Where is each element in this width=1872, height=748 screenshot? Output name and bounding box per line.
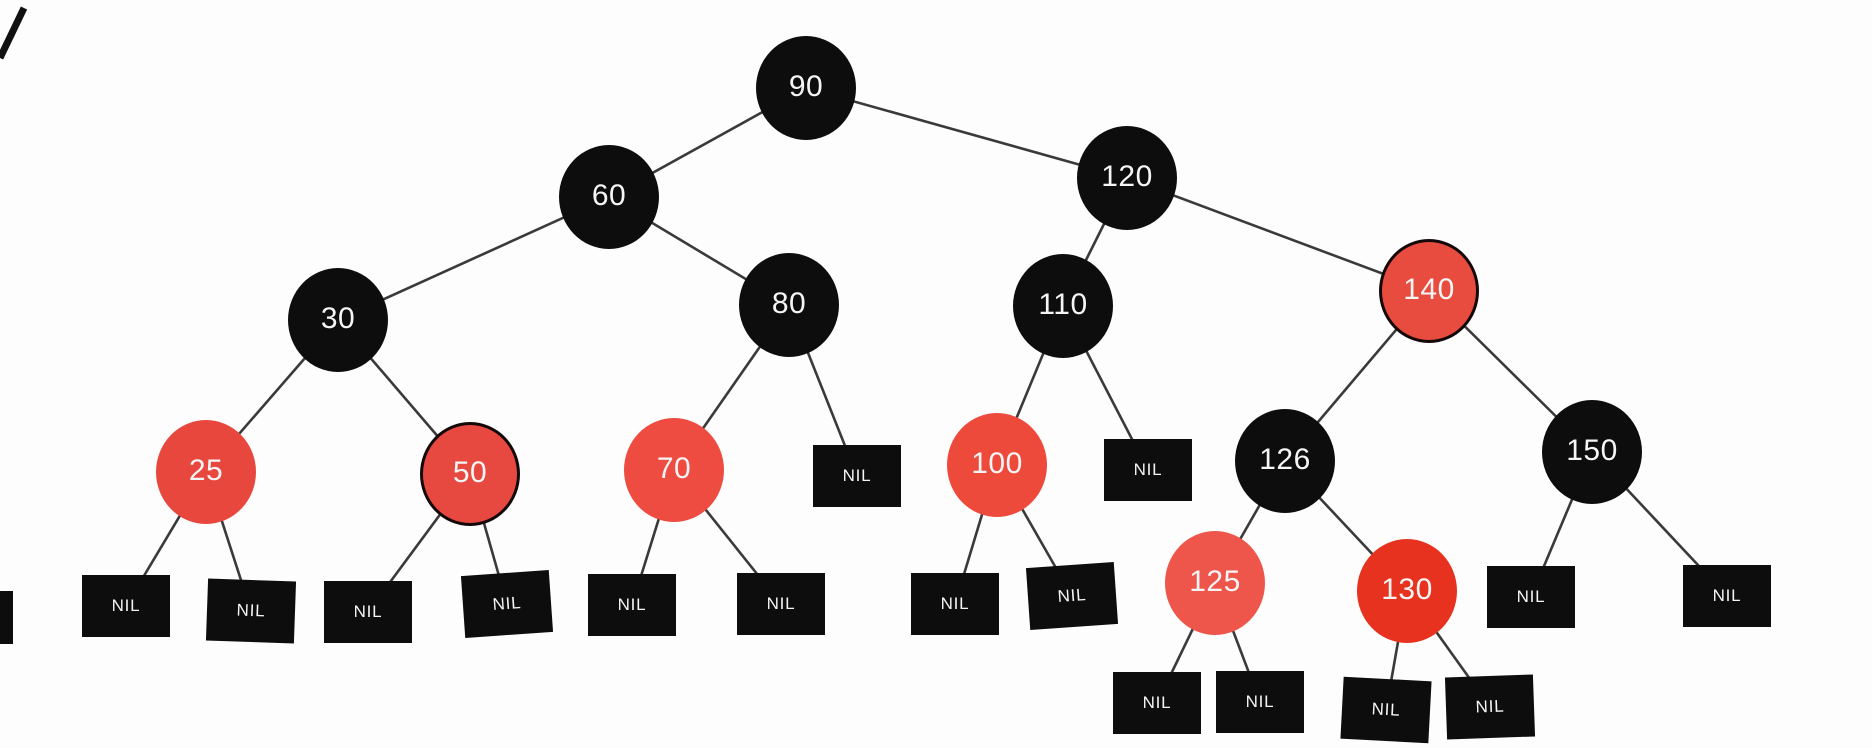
crop-artifact <box>0 6 28 60</box>
node-value-label: 100 <box>971 447 1023 480</box>
node-value-label: 70 <box>656 452 692 485</box>
tree-node-50: 50 <box>420 422 520 526</box>
tree-node-130: 130 <box>1357 539 1457 643</box>
nil-label: NIL <box>1133 460 1163 479</box>
tree-node-125: 125 <box>1165 531 1265 635</box>
nil-label: NIL <box>491 593 523 614</box>
nil-leaf-nil15: NIL <box>1340 676 1432 744</box>
node-value-label: 25 <box>188 454 224 487</box>
nil-leaf-nil10: NIL <box>1104 439 1192 501</box>
node-value-label: 150 <box>1566 434 1618 467</box>
nil-leaf-nil8: NIL <box>911 573 999 635</box>
nil-label: NIL <box>1371 699 1401 720</box>
nil-label: NIL <box>842 466 872 485</box>
nil-leaf-nil11: NIL <box>1487 566 1575 628</box>
tree-node-150: 150 <box>1542 400 1642 504</box>
tree-node-25: 25 <box>156 420 256 524</box>
nil-leaf-nil1: NIL <box>82 575 170 637</box>
nil-leaf-nil3: NIL <box>324 581 412 643</box>
nil-leaf-nil5: NIL <box>588 574 676 636</box>
node-value-label: 125 <box>1189 565 1241 598</box>
tree-node-126: 126 <box>1235 409 1335 513</box>
tree-node-30: 30 <box>288 268 388 372</box>
node-value-label: 80 <box>771 287 807 320</box>
nil-leaf-nil6: NIL <box>737 573 825 635</box>
node-value-label: 90 <box>788 70 824 103</box>
nil-label: NIL <box>1516 587 1546 606</box>
nil-leaf-nil9: NIL <box>1025 562 1119 630</box>
node-value-label: 50 <box>452 456 488 489</box>
node-value-label: 120 <box>1101 160 1153 193</box>
node-value-label: 30 <box>320 302 356 335</box>
nil-leaf-nil4: NIL <box>460 570 554 638</box>
node-value-label: 130 <box>1381 573 1433 606</box>
nil-leaf-nil2: NIL <box>205 578 297 644</box>
edge-120-140 <box>1126 176 1430 293</box>
tree-node-120: 120 <box>1077 126 1177 230</box>
node-value-label: 126 <box>1259 443 1311 476</box>
nil-leaf-nil16: NIL <box>1444 674 1536 740</box>
nil-label: NIL <box>1712 586 1742 605</box>
nil-label: NIL <box>1475 696 1505 717</box>
edge-90-120 <box>805 86 1128 180</box>
tree-node-90: 90 <box>756 36 856 140</box>
crop-artifact <box>0 591 13 644</box>
tree-node-110: 110 <box>1013 254 1113 358</box>
tree-node-80: 80 <box>739 253 839 357</box>
nil-label: NIL <box>353 602 383 621</box>
node-value-label: 60 <box>591 179 627 212</box>
nil-label: NIL <box>236 600 266 621</box>
nil-label: NIL <box>111 596 141 615</box>
node-value-label: 140 <box>1403 273 1455 306</box>
tree-node-60: 60 <box>559 145 659 249</box>
tree-node-70: 70 <box>624 418 724 522</box>
nil-label: NIL <box>1142 693 1172 712</box>
tree-node-100: 100 <box>947 413 1047 517</box>
node-value-label: 110 <box>1038 288 1088 321</box>
nil-label: NIL <box>940 594 970 613</box>
nil-label: NIL <box>1245 692 1275 711</box>
nil-leaf-nil14: NIL <box>1216 671 1304 733</box>
nil-label: NIL <box>1056 585 1088 606</box>
tree-node-140: 140 <box>1379 239 1479 343</box>
nil-label: NIL <box>617 595 647 614</box>
nil-label: NIL <box>766 594 796 613</box>
nil-leaf-nil7: NIL <box>813 445 901 507</box>
nil-leaf-nil13: NIL <box>1113 672 1201 734</box>
nil-leaf-nil12: NIL <box>1683 565 1771 627</box>
